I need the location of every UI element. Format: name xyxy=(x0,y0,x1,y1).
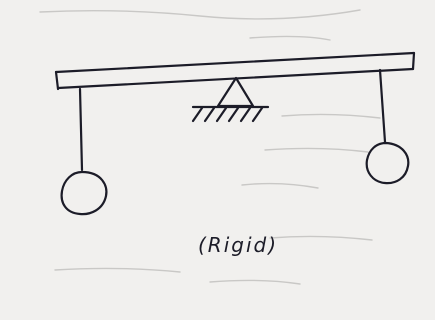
rigid-beam xyxy=(54,51,416,91)
left-pendulum-string xyxy=(78,87,84,172)
right-pendulum xyxy=(365,68,410,185)
pivot-support xyxy=(191,76,270,123)
left-pendulum-bob xyxy=(60,170,108,216)
right-pendulum-bob xyxy=(365,141,410,185)
bleed-through-marks xyxy=(39,9,381,285)
right-pendulum-string xyxy=(378,68,387,144)
left-pendulum xyxy=(60,87,108,216)
caption-label: (Rigid) xyxy=(198,233,278,257)
